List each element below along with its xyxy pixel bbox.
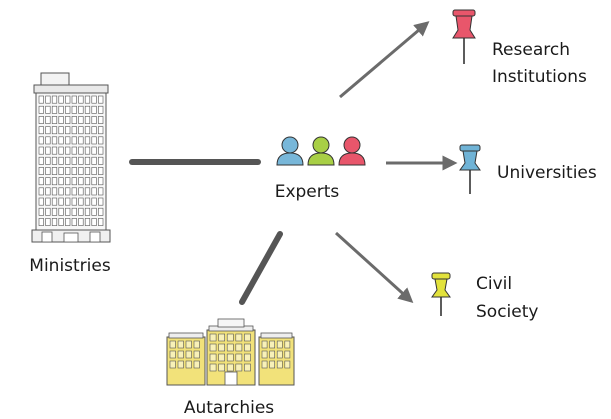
expert-person-icon: [276, 136, 304, 166]
autarchies-label: Autarchies: [183, 398, 275, 418]
autarchies-buildings-icon: [166, 318, 295, 386]
research-label-line1: Research: [492, 40, 570, 60]
ministries-label: Ministries: [29, 256, 111, 276]
arrow-to-civil: [334, 231, 414, 304]
experts-group-icon: [276, 136, 366, 166]
pushpin-icon: [452, 9, 476, 64]
universities-label: Universities: [497, 163, 597, 183]
civil-label-line1: Civil: [476, 274, 513, 294]
pushpin-icon: [459, 144, 481, 194]
civil-label-line2: Society: [476, 302, 539, 322]
expert-person-icon: [307, 136, 335, 166]
experts-label: Experts: [274, 182, 340, 202]
connector-experts-autarchies: [239, 231, 283, 305]
expert-person-icon: [338, 136, 366, 166]
arrow-to-research: [339, 21, 430, 99]
ministry-tower-icon: [31, 72, 111, 243]
research-label-line2: Institutions: [492, 67, 587, 87]
pushpin-icon: [431, 272, 451, 316]
